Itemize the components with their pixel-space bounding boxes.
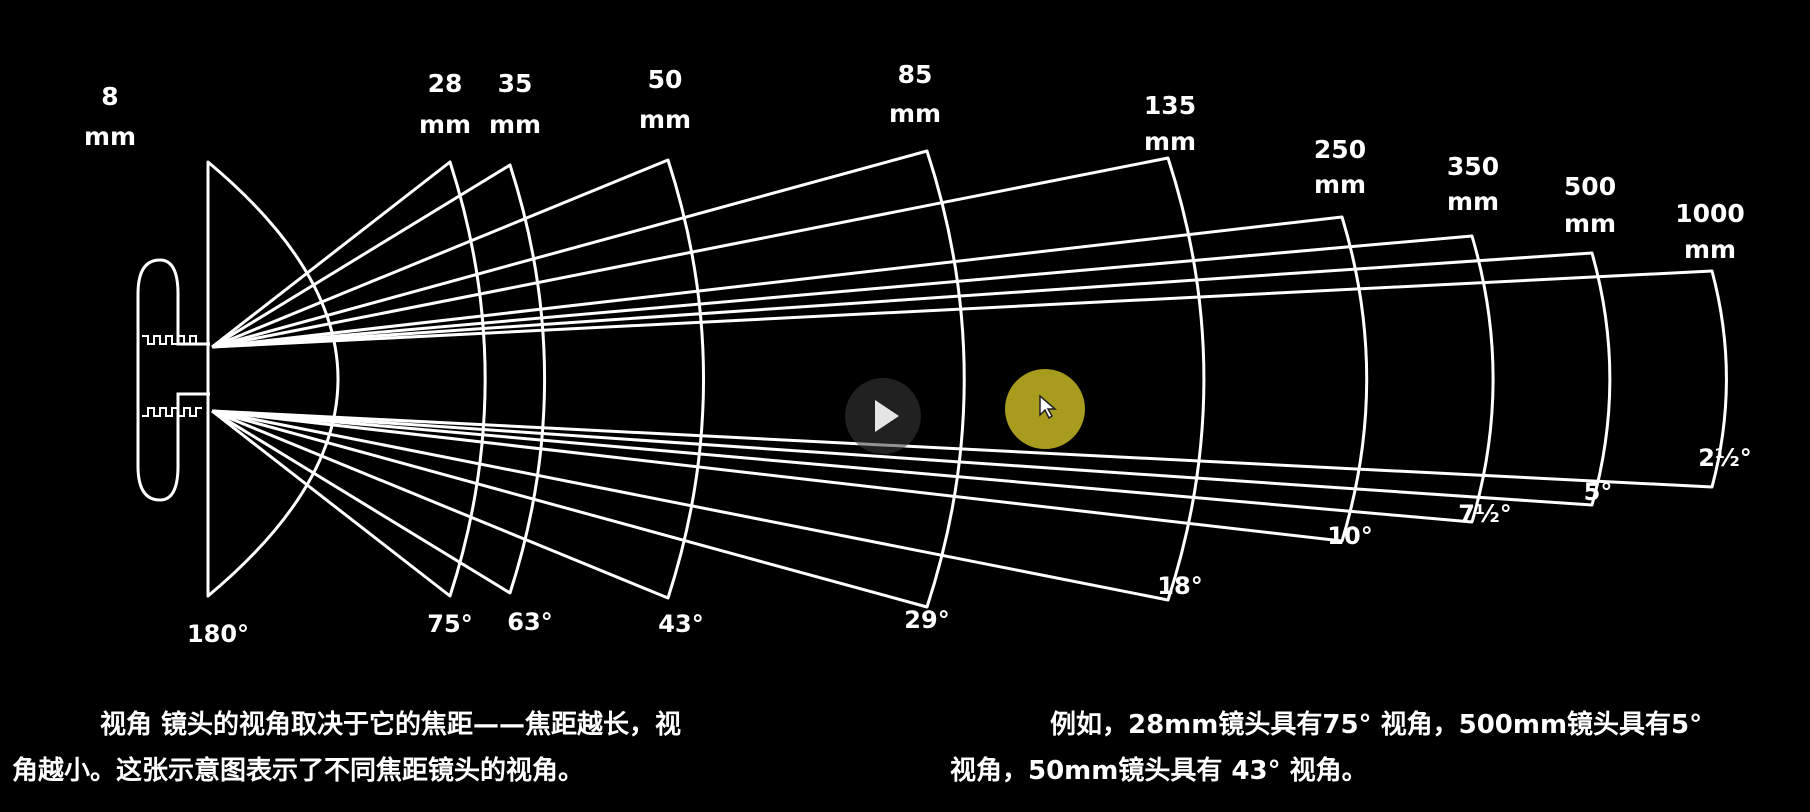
view-angle-8mm: 180° — [187, 620, 249, 648]
focal-unit-35mm: mm — [489, 110, 541, 139]
view-angle-35mm: 63° — [507, 608, 552, 636]
caption-right: 例如，28mm镜头具有75° 视角，500mm镜头具有5° 视角，50mm镜头具… — [950, 702, 1702, 794]
focal-length-35mm: 35 — [498, 69, 533, 98]
fov-fan-50mm — [211, 158, 706, 600]
focal-unit-8mm: mm — [84, 122, 136, 151]
fov-fan-8mm — [206, 160, 340, 598]
camera-body-icon — [136, 258, 210, 502]
view-angle-135mm: 18° — [1157, 572, 1202, 600]
focal-unit-350mm: mm — [1447, 187, 1499, 216]
focal-unit-28mm: mm — [419, 110, 471, 139]
fov-fan-135mm — [211, 156, 1206, 602]
caption-right-line-1: 例如，28mm镜头具有75° 视角，500mm镜头具有5° — [1050, 710, 1703, 740]
caption-left-line-2: 角越小。这张示意图表示了不同焦距镜头的视角。 — [12, 756, 585, 786]
focal-length-350mm: 350 — [1447, 152, 1499, 181]
view-angle-250mm: 10° — [1327, 522, 1372, 550]
focal-unit-1000mm: mm — [1684, 235, 1736, 264]
focal-unit-135mm: mm — [1144, 127, 1196, 156]
fov-fan-85mm — [211, 149, 966, 609]
view-angle-500mm: 5° — [1584, 478, 1613, 506]
focal-length-28mm: 28 — [428, 69, 463, 98]
focal-length-135mm: 135 — [1144, 91, 1196, 120]
focal-unit-85mm: mm — [889, 99, 941, 128]
fov-fan-500mm — [211, 251, 1612, 507]
caption-right-line-2: 视角，50mm镜头具有 43° 视角。 — [950, 756, 1368, 786]
focal-length-250mm: 250 — [1314, 135, 1366, 164]
focal-unit-500mm: mm — [1564, 209, 1616, 238]
fov-fan-1000mm — [211, 269, 1728, 489]
focal-length-500mm: 500 — [1564, 172, 1616, 201]
view-angle-50mm: 43° — [658, 610, 703, 638]
focal-length-1000mm: 1000 — [1675, 199, 1745, 228]
caption-left-line-1: 视角 镜头的视角取决于它的焦距——焦距越长，视 — [100, 710, 682, 740]
fov-fan-250mm — [211, 215, 1369, 543]
fov-fan-28mm — [211, 160, 487, 598]
mouse-pointer-icon — [1039, 394, 1058, 420]
focal-length-50mm: 50 — [648, 65, 683, 94]
view-angle-28mm: 75° — [427, 610, 472, 638]
view-angle-350mm: 7½° — [1458, 500, 1512, 528]
view-angle-1000mm: 2½° — [1698, 444, 1752, 472]
play-icon[interactable] — [845, 378, 921, 454]
focal-length-85mm: 85 — [898, 60, 933, 89]
view-angle-85mm: 29° — [904, 606, 949, 634]
focal-length-8mm: 8 — [101, 82, 118, 111]
fov-fan-350mm — [211, 234, 1495, 524]
fov-fan-35mm — [211, 163, 547, 595]
caption-left: 视角 镜头的视角取决于它的焦距——焦距越长，视 角越小。这张示意图表示了不同焦距… — [12, 702, 681, 794]
focal-unit-50mm: mm — [639, 105, 691, 134]
focal-unit-250mm: mm — [1314, 170, 1366, 199]
